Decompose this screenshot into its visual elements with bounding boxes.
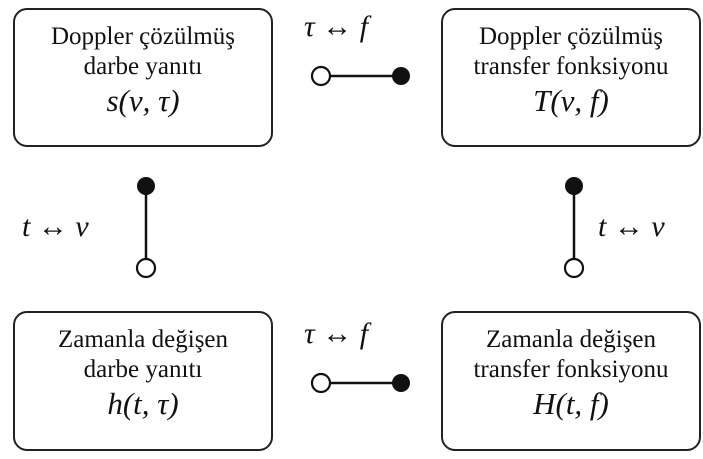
connector-left [135, 177, 157, 279]
box-label: darbe yanıtı [83, 356, 203, 383]
filled-circle-icon [392, 67, 410, 85]
box-expression: T(ν, f) [533, 83, 609, 118]
doppler-resolved-transfer-function-box: Doppler çözülmüş transfer fonksiyonu T(ν… [441, 8, 701, 147]
box-label: Doppler çözülmüş [479, 23, 663, 50]
open-circle-icon [563, 257, 585, 279]
connector-right [563, 177, 585, 279]
transform-label-left: t ↔ ν [22, 210, 89, 243]
box-label: transfer fonksiyonu [473, 53, 669, 80]
filled-circle-icon [565, 177, 583, 195]
connector-bottom [310, 372, 410, 394]
open-circle-icon [135, 257, 157, 279]
box-label: Doppler çözülmüş [51, 23, 235, 50]
transform-label-right: t ↔ ν [598, 210, 665, 243]
doppler-resolved-impulse-response-box: Doppler çözülmüş darbe yanıtı s(ν, τ) [13, 8, 273, 147]
box-label: Zamanla değişen [57, 326, 229, 353]
box-expression: H(t, f) [533, 386, 609, 421]
box-label: darbe yanıtı [83, 53, 203, 80]
open-circle-icon [310, 65, 332, 87]
box-label: Zamanla değişen [485, 326, 657, 353]
time-varying-impulse-response-box: Zamanla değişen darbe yanıtı h(t, τ) [13, 311, 273, 451]
box-expression: s(ν, τ) [106, 83, 180, 118]
connector-top [310, 65, 410, 87]
box-expression: h(t, τ) [107, 386, 179, 421]
open-circle-icon [310, 372, 332, 394]
transform-label-top: τ ↔ f [304, 10, 369, 43]
transform-label-bottom: τ ↔ f [304, 317, 369, 350]
filled-circle-icon [137, 177, 155, 195]
box-label: transfer fonksiyonu [473, 356, 669, 383]
filled-circle-icon [392, 374, 410, 392]
time-varying-transfer-function-box: Zamanla değişen transfer fonksiyonu H(t,… [441, 311, 701, 451]
